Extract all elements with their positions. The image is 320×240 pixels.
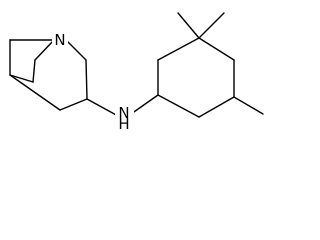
quinuclidine-cage: [9, 39, 88, 111]
bond-ring-c6-c1: [157, 94, 200, 118]
amine-nitrogen-label: N: [118, 104, 129, 122]
bond-n-to-ch2: [65, 39, 87, 61]
bond-c4-to-bridgehead: [9, 74, 61, 111]
amine-linker: [86, 94, 159, 117]
bond-ring-c2-c3: [157, 37, 200, 61]
bond-ring-c3-c4: [198, 37, 235, 61]
molecule-structure: N N H: [9, 12, 264, 133]
methyl-bond-gem-right: [198, 12, 225, 39]
bond-nh-to-cyclohexyl: [130, 94, 159, 115]
methyl-bond-gem-left: [177, 12, 200, 39]
bond-n-to-bridge-back-upper: [34, 39, 55, 61]
ring-nitrogen-label: N: [54, 31, 65, 49]
methyl-bond-c5: [233, 96, 264, 115]
atom-labels: N N H: [52, 31, 134, 133]
bond-c3-to-c4: [59, 98, 88, 111]
bond-c3-to-nh: [86, 98, 119, 117]
cyclohexyl-ring: [157, 37, 235, 118]
methyl-groups: [177, 12, 264, 115]
bond-ch2-to-c3: [85, 59, 88, 100]
bond-ring-c5-c6: [198, 96, 235, 118]
amine-hydrogen-label: H: [118, 115, 129, 133]
bond-bridge-back-upper-to-lower: [32, 59, 36, 83]
bond-bridge-back-lower-to-bridgehead: [9, 74, 34, 83]
